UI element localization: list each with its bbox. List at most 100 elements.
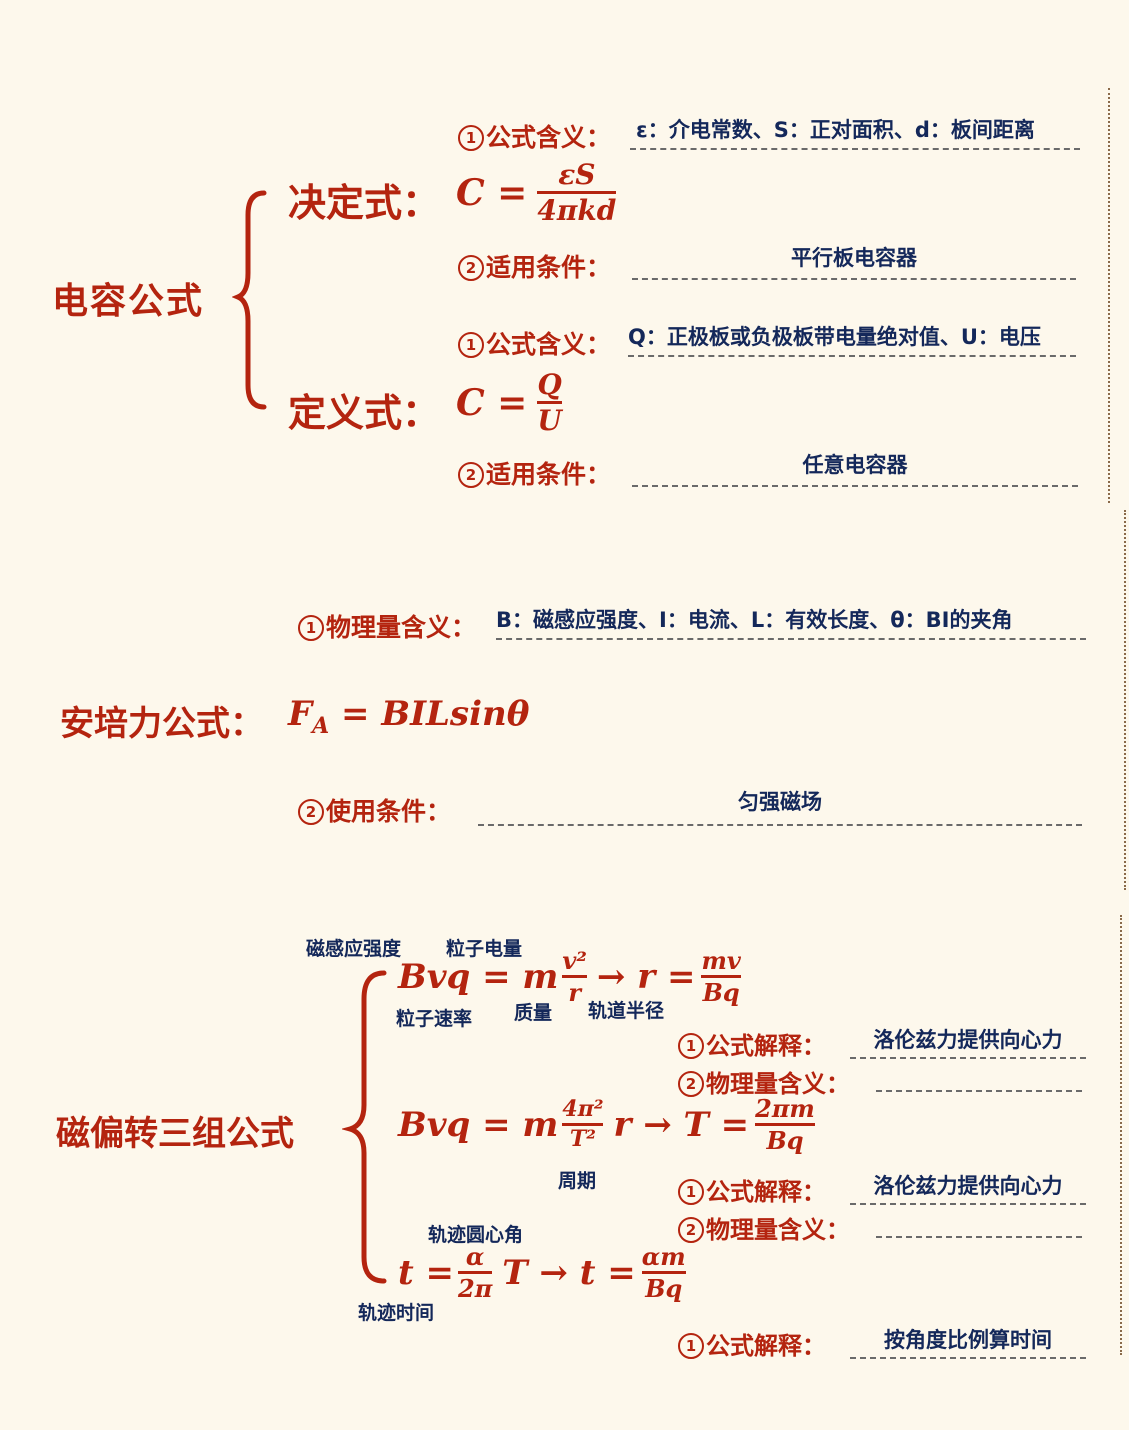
- ampere-meaning-text: B：磁感应强度、I：电流、L：有效长度、θ：BI的夹角: [496, 608, 1013, 632]
- quantity-label-text: 物理量含义：: [706, 1070, 850, 1098]
- circled-number: 2: [458, 462, 484, 488]
- f3-explain-text: 按角度比例算时间: [884, 1328, 1052, 1352]
- meaning-label-text: 公式含义：: [486, 330, 612, 359]
- f3-mid: T → t =: [502, 1252, 636, 1293]
- decisive-numerator: εS: [558, 158, 596, 191]
- ampere-meaning-answer: B：磁感应强度、I：电流、L：有效长度、θ：BI的夹角: [496, 604, 1086, 640]
- f1-lhs: Bvq = m: [398, 956, 559, 997]
- circled-number: 2: [678, 1071, 704, 1097]
- note-orbit-time: 轨迹时间: [358, 1302, 435, 1324]
- fraction-bar: [537, 191, 617, 195]
- f3-numerator: α: [465, 1242, 485, 1271]
- f2-numerator: 4π²: [562, 1096, 604, 1123]
- decisive-condition-text: 平行板电容器: [791, 246, 917, 270]
- definition-formula: C = Q U: [456, 370, 562, 436]
- f1-numerator: v²: [562, 946, 587, 975]
- note-orbit-radius: 轨道半径: [588, 1000, 665, 1022]
- f1-arrow: → r =: [596, 956, 696, 997]
- ampere-title: 安培力公式：: [60, 704, 264, 744]
- definition-denominator: U: [537, 404, 562, 438]
- f2-explain-text: 洛伦兹力提供向心力: [873, 1174, 1063, 1198]
- fraction-bar: [537, 401, 562, 405]
- f2-quantity-answer: [876, 1214, 1082, 1238]
- definition-formula-label: 定义式：: [288, 391, 441, 435]
- note-mass: 质量: [514, 1002, 553, 1024]
- fraction-bar: [562, 975, 587, 979]
- circled-number: 1: [458, 125, 484, 151]
- f2-numerator-2: 2πm: [755, 1094, 815, 1123]
- decisive-lhs: C =: [456, 171, 528, 214]
- right-edge-dotted-line: [1120, 915, 1122, 1355]
- f3-fraction-2: αm Bq: [641, 1242, 686, 1301]
- quantity-label-text: 物理量含义：: [706, 1216, 850, 1244]
- ampere-f: F: [288, 694, 313, 734]
- circled-number: 2: [458, 255, 484, 281]
- decisive-formula-label: 决定式：: [288, 181, 441, 225]
- fraction-bar: [641, 1271, 686, 1275]
- f3-numerator-2: αm: [641, 1242, 686, 1271]
- meaning-label-text: 物理量含义：: [326, 613, 477, 642]
- magnetic-formula-2: Bvq = m 4π² T² r → T = 2πm Bq: [398, 1096, 815, 1153]
- f1-explain-answer: 洛伦兹力提供向心力: [850, 1024, 1086, 1059]
- definition-numerator: Q: [537, 368, 562, 401]
- f1-quantity-answer: [876, 1068, 1082, 1092]
- f1-explain-text: 洛伦兹力提供向心力: [873, 1028, 1063, 1052]
- condition-label-text: 适用条件：: [486, 460, 612, 489]
- f1-fraction: v² r: [562, 946, 587, 1008]
- definition-lhs: C =: [456, 381, 528, 424]
- f1-numerator-2: mv: [701, 946, 741, 975]
- circled-number: 1: [458, 332, 484, 358]
- condition-label-text: 使用条件：: [326, 797, 452, 826]
- right-edge-dotted-line: [1124, 510, 1126, 890]
- circled-number: 1: [298, 615, 324, 641]
- note-particle-charge: 粒子电量: [446, 938, 523, 960]
- f1-fraction-2: mv Bq: [701, 946, 741, 1008]
- magnetic-formula-3: t = α 2π T → t = αm Bq: [398, 1244, 686, 1301]
- f3-lhs: t =: [398, 1252, 455, 1293]
- f2-fraction-2: 2πm Bq: [755, 1096, 815, 1153]
- circled-number: 1: [678, 1179, 704, 1205]
- circled-number: 1: [678, 1033, 704, 1059]
- f1-denominator: r: [568, 978, 581, 1008]
- circled-number: 2: [678, 1217, 704, 1243]
- f1-denominator-2: Bq: [702, 978, 740, 1008]
- definition-condition-answer: 任意电容器: [632, 449, 1078, 487]
- decisive-meaning-text: ε：介电常数、S：正对面积、d：板间距离: [636, 118, 1035, 142]
- f3-denominator: 2π: [458, 1274, 493, 1304]
- ampere-formula: FA = BILsinθ: [288, 694, 529, 739]
- definition-condition-text: 任意电容器: [802, 453, 908, 477]
- f3-explain-answer: 按角度比例算时间: [850, 1324, 1086, 1359]
- magnetic-formula-1: Bvq = m v² r → r = mv Bq: [398, 948, 741, 1005]
- circled-number: 1: [678, 1333, 704, 1359]
- right-edge-dotted-line: [1108, 88, 1110, 503]
- f2-denominator-2: Bq: [766, 1126, 804, 1156]
- meaning-label-text: 公式含义：: [486, 123, 612, 152]
- f2-lhs: Bvq = m: [398, 1104, 559, 1145]
- ampere-condition-answer: 匀强磁场: [478, 786, 1082, 826]
- f2-denominator: T²: [569, 1126, 596, 1153]
- capacitance-title: 电容公式: [52, 281, 205, 322]
- note-magnetic-induction: 磁感应强度: [306, 938, 402, 960]
- capacitance-brace: [232, 190, 267, 410]
- fraction-bar: [755, 1123, 815, 1127]
- definition-meaning-text: Q：正极板或负极板带电量绝对值、U：电压: [628, 325, 1041, 349]
- decisive-formula: C = εS 4πkd: [456, 158, 617, 228]
- ampere-sub: A: [312, 712, 330, 739]
- f2-explain-answer: 洛伦兹力提供向心力: [850, 1170, 1086, 1205]
- note-period: 周期: [558, 1170, 597, 1192]
- explain-label-text: 公式解释：: [706, 1332, 826, 1360]
- definition-meaning-answer: Q：正极板或负极板带电量绝对值、U：电压: [628, 321, 1076, 357]
- decisive-denominator: 4πkd: [537, 194, 617, 228]
- explain-label-text: 公式解释：: [706, 1178, 826, 1206]
- definition-fraction: Q U: [537, 368, 562, 438]
